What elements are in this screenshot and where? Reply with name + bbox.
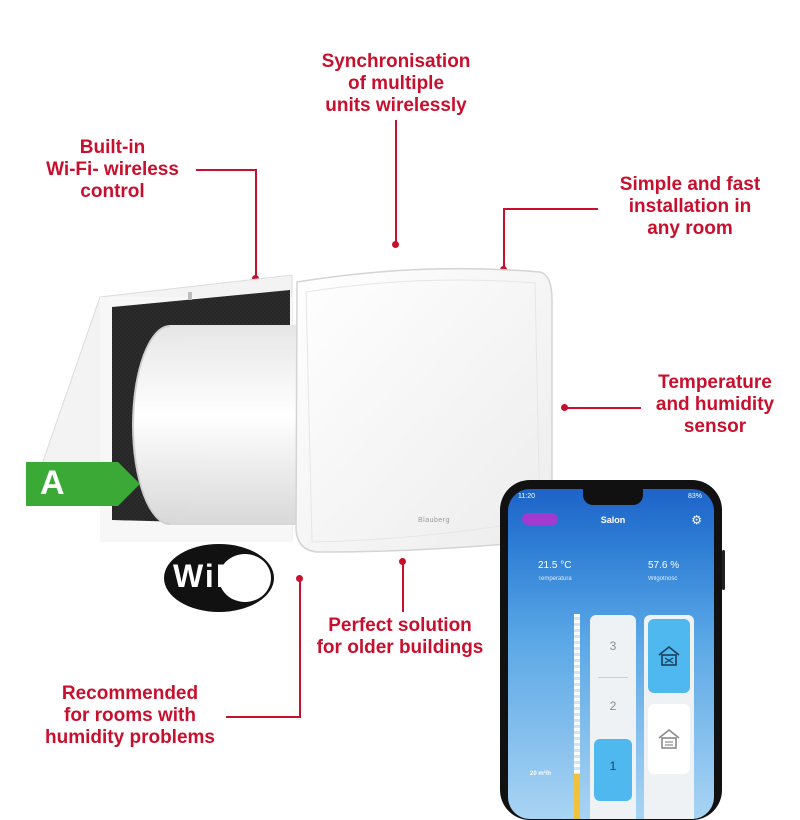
- callout-older-buildings: Perfect solution for older buildings: [316, 615, 484, 658]
- leader-sync-dot: [392, 241, 399, 248]
- leader-sensor: [565, 407, 641, 409]
- leader-install-h: [504, 208, 598, 210]
- leader-wifi-h: [196, 169, 256, 171]
- leader-humidity-dot: [296, 575, 303, 582]
- humidity-label: Wilgotność: [648, 576, 678, 582]
- leader-humidity-h: [226, 716, 301, 718]
- status-battery: 83%: [687, 493, 702, 500]
- speed-level-3[interactable]: 3: [609, 639, 617, 653]
- leader-wifi-v: [255, 169, 257, 278]
- temperature-value: 21.5 °C: [538, 560, 572, 571]
- leader-older: [402, 562, 404, 612]
- house-exchange-icon: [658, 728, 680, 749]
- back-icon[interactable]: [522, 513, 558, 525]
- leader-humidity-v: [299, 578, 301, 718]
- callout-install: Simple and fast installation in any room: [619, 174, 761, 239]
- product-brand-label: Blauberg: [418, 517, 451, 524]
- callout-humidity: Recommended for rooms with humidity prob…: [45, 683, 215, 748]
- smartphone: 11:20 83% Salon ⚙ 21.5 °C Temperatura 57…: [500, 480, 725, 820]
- house-vent-icon: [658, 645, 680, 666]
- speed-level-1[interactable]: 1: [609, 759, 617, 773]
- callout-wifi-control: Built-in Wi-Fi- wireless control: [46, 137, 179, 202]
- wifi-logo-text: WiFi: [173, 558, 249, 594]
- mode-ventilation-button[interactable]: [648, 619, 690, 693]
- callout-sync: Synchronisation of multiple units wirele…: [321, 51, 471, 116]
- room-name: Salon: [600, 515, 626, 525]
- phone-notch: [583, 489, 643, 505]
- leader-install-v: [503, 208, 505, 270]
- energy-class-badge: A: [26, 462, 141, 506]
- speed-level-1-selected[interactable]: [594, 739, 632, 801]
- callout-sensor: Temperature and humidity sensor: [655, 372, 775, 437]
- speed-divider-1: [598, 677, 628, 678]
- status-time: 11:20: [518, 493, 535, 500]
- leader-sync: [395, 120, 397, 245]
- humidity-value: 57.6 %: [648, 560, 680, 571]
- leader-sensor-dot: [561, 404, 568, 411]
- settings-gear-icon[interactable]: ⚙: [691, 513, 702, 527]
- energy-class-letter: A: [40, 464, 65, 502]
- mode-recovery-button[interactable]: [648, 704, 690, 774]
- speed-level-2[interactable]: 2: [609, 699, 617, 713]
- airflow-label: 20 m³/h: [530, 771, 552, 777]
- airflow-scale-fill: [574, 774, 580, 819]
- leader-wifi-dot: [252, 275, 259, 282]
- wifi-logo: WiFi: [163, 540, 275, 615]
- leader-older-dot: [399, 558, 406, 565]
- phone-screen: 11:20 83% Salon ⚙ 21.5 °C Temperatura 57…: [508, 489, 714, 819]
- airflow-scale: [574, 614, 580, 819]
- temperature-label: Temperatura: [538, 576, 572, 582]
- phone-side-button: [722, 550, 725, 590]
- leader-install-dot: [500, 266, 507, 273]
